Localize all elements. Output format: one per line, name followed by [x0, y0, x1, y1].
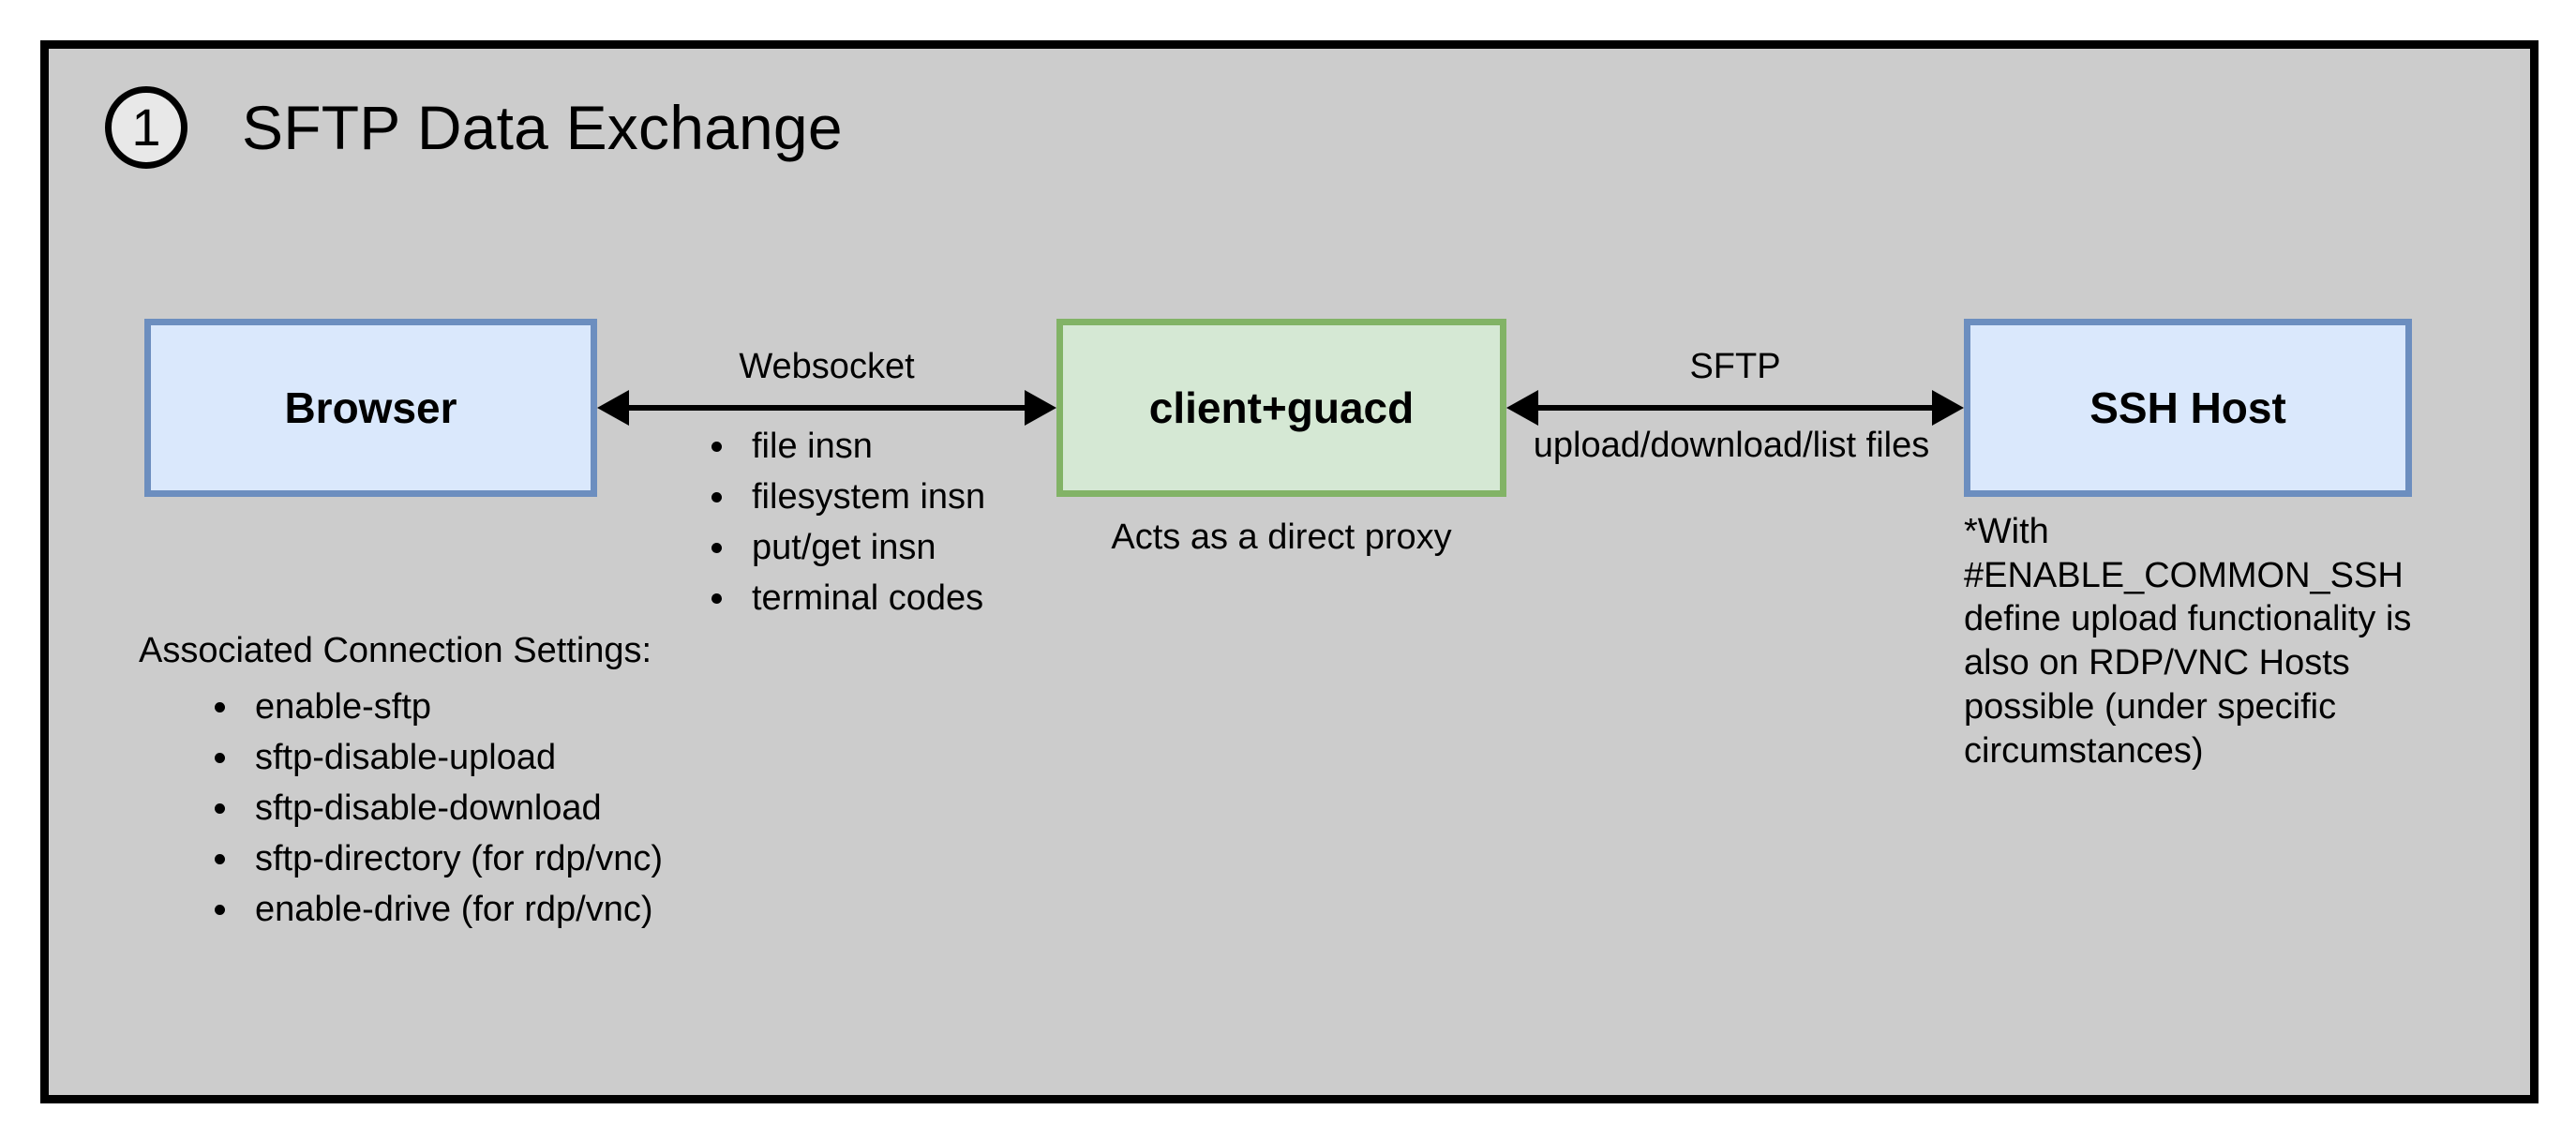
step-number-badge: 1	[105, 86, 187, 169]
arrow-shaft	[1538, 405, 1932, 411]
list-item: sftp-directory (for rdp/vnc)	[242, 834, 954, 885]
list-item: enable-sftp	[242, 682, 954, 733]
connection-label-sftp: SFTP	[1689, 347, 1781, 386]
list-item: sftp-disable-download	[242, 784, 954, 834]
arrow-guacd-sshhost	[1506, 389, 1964, 427]
list-item: sftp-disable-upload	[242, 733, 954, 784]
arrow-head-right-icon	[1932, 390, 1964, 426]
node-ssh-host: SSH Host	[1964, 319, 2412, 497]
arrow-head-left-icon	[597, 390, 629, 426]
diagram-panel: 1 SFTP Data Exchange Browser client+guac…	[40, 40, 2539, 1103]
list-item: filesystem insn	[739, 472, 1142, 523]
arrow-shaft	[629, 405, 1025, 411]
settings-heading: Associated Connection Settings:	[139, 631, 652, 670]
list-item: file insn	[739, 422, 1142, 472]
page-title: SFTP Data Exchange	[242, 93, 843, 162]
ssh-host-footnote: *With #ENABLE_COMMON_SSH define upload f…	[1964, 512, 2421, 771]
node-browser: Browser	[144, 319, 597, 497]
list-item: terminal codes	[739, 574, 1142, 624]
sftp-payload-label: upload/download/list files	[1533, 426, 1930, 465]
node-guacd-caption: Acts as a direct proxy	[1111, 518, 1452, 557]
connection-label-websocket: Websocket	[739, 347, 915, 386]
connection-settings-list: enable-sftp sftp-disable-upload sftp-dis…	[139, 682, 954, 936]
arrow-head-left-icon	[1506, 390, 1538, 426]
arrow-browser-guacd	[597, 389, 1056, 427]
diagram-header: 1 SFTP Data Exchange	[105, 86, 843, 169]
list-item: enable-drive (for rdp/vnc)	[242, 885, 954, 936]
node-client-guacd: client+guacd	[1056, 319, 1506, 497]
websocket-payload-list: file insn filesystem insn put/get insn t…	[667, 422, 1142, 624]
arrow-head-right-icon	[1025, 390, 1056, 426]
list-item: put/get insn	[739, 523, 1142, 574]
